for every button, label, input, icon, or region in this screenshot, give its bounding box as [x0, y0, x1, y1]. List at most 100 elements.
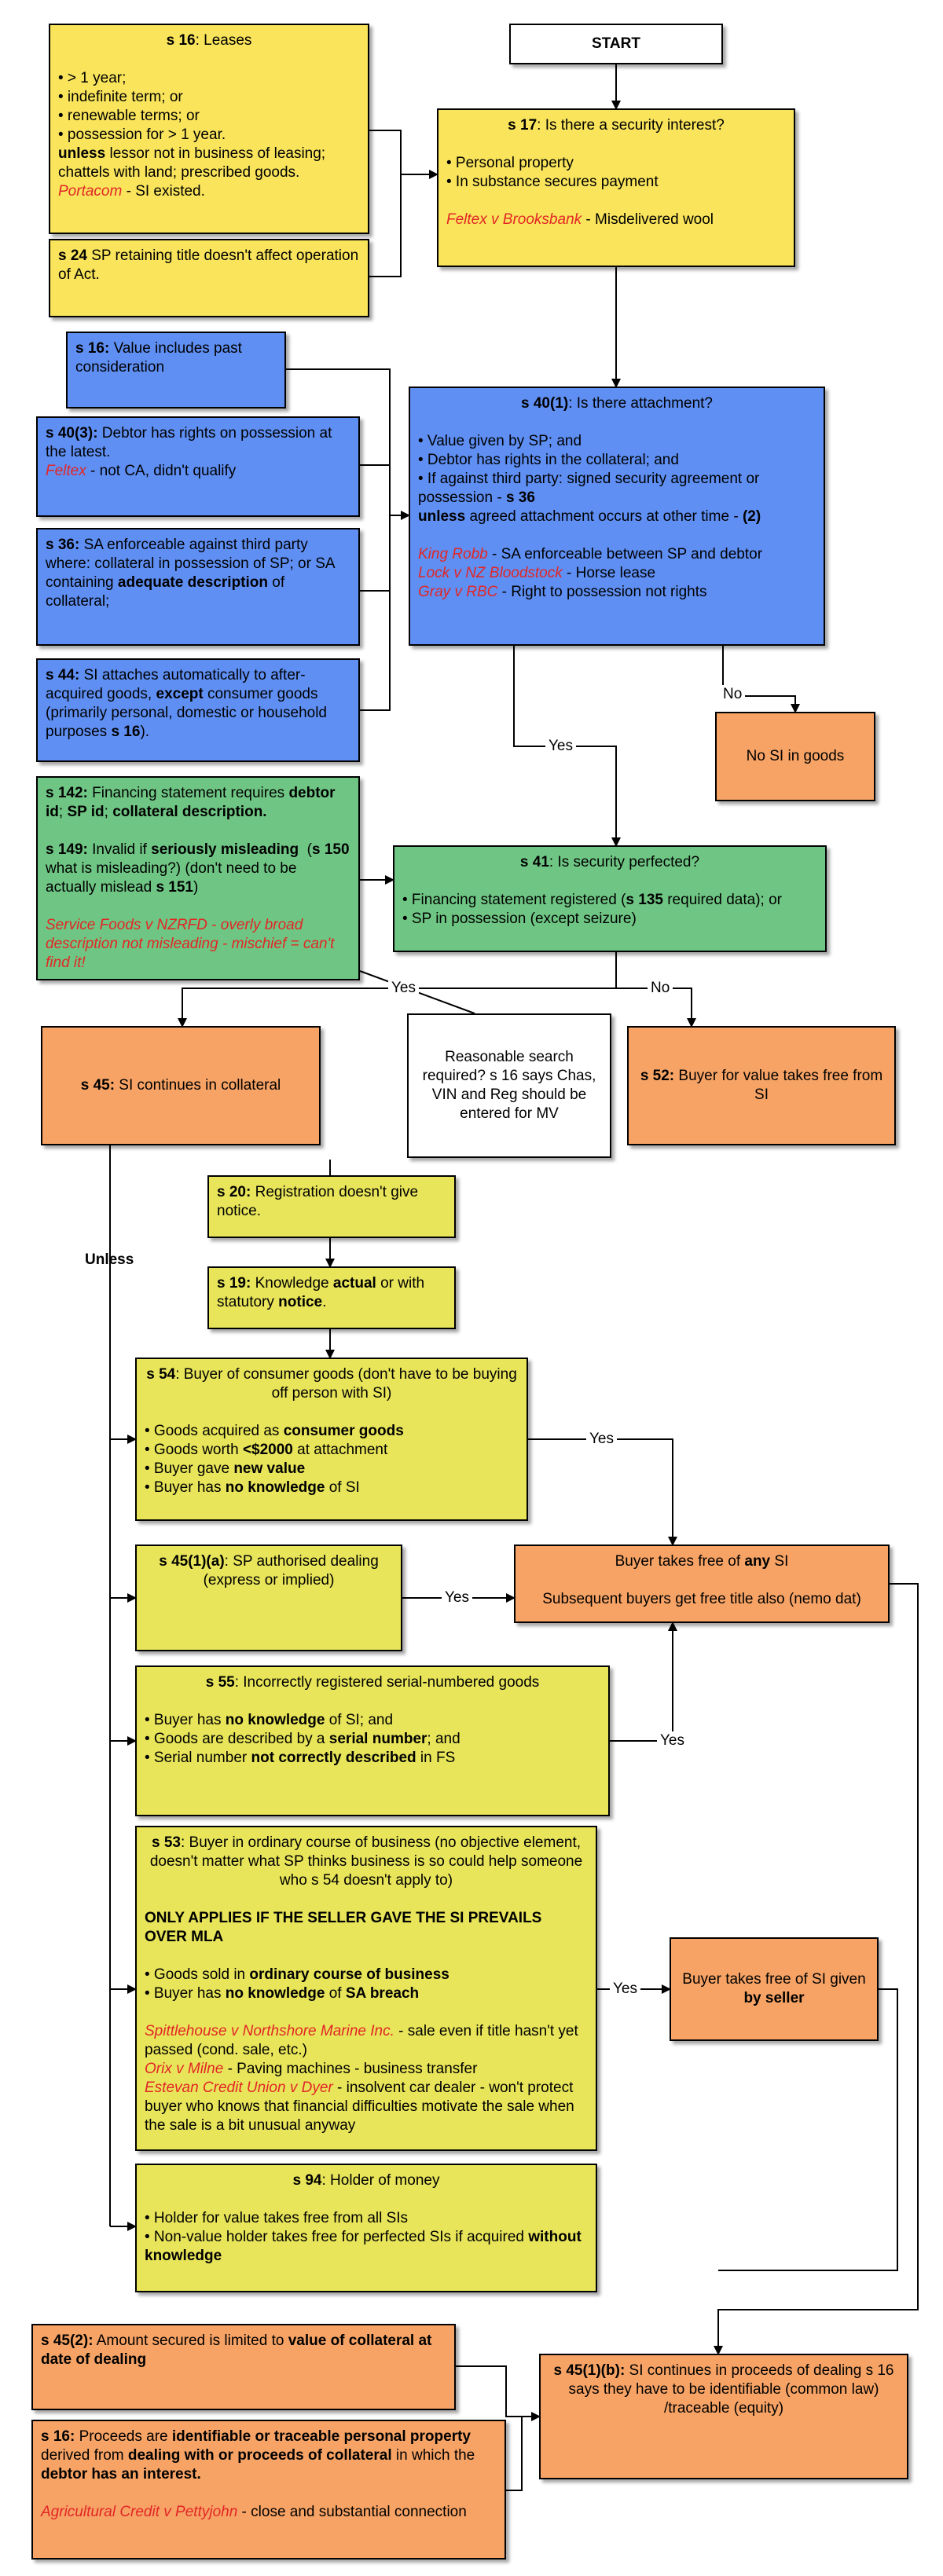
node-text: - Horse lease: [562, 565, 656, 581]
node-line: • Debtor has rights in the collateral; a…: [418, 451, 816, 470]
node-text: : Incorrectly registered serial-numbered…: [234, 1674, 540, 1691]
node-text: in FS: [416, 1750, 456, 1766]
node-line: • Personal property: [446, 154, 786, 173]
node-text: • possession for > 1 year.: [58, 126, 226, 143]
node-text: derived from: [41, 2428, 475, 2464]
node-text: - SI existed.: [122, 183, 205, 200]
node-text: - Right to possession not rights: [497, 584, 707, 600]
node-text: notice: [278, 1294, 323, 1310]
node-text: s 40(1): [521, 395, 569, 412]
node-text: s 54: [146, 1366, 176, 1383]
node-text: (2): [742, 508, 761, 525]
node-line: unless lessor not in business of leasing…: [58, 145, 360, 182]
connector-2: [369, 174, 402, 277]
node-line: Service Foods v NZRFD - overly broad des…: [46, 916, 350, 973]
node-text: SI continues in proceeds of dealing s 16…: [568, 2362, 898, 2417]
connector-23: [528, 1438, 677, 1546]
node-line: s 24 SP retaining title doesn't affect o…: [58, 247, 360, 284]
node-text: s 36: [505, 489, 535, 506]
node-text: Feltex: [46, 463, 86, 479]
node-s16-leases: s 16: Leases • > 1 year;• indefinite term…: [49, 24, 369, 234]
node-text: SA enforceable against third party where…: [46, 537, 339, 591]
node-line: • indefinite term; or: [58, 88, 360, 107]
node-text: s 16: [111, 724, 141, 740]
node-s94: s 94: Holder of money• Holder for value …: [135, 2164, 597, 2292]
node-line: Portacom - SI existed.: [58, 182, 360, 201]
node-text: - close and substantial connection: [237, 2504, 467, 2520]
node-line: Buyer takes free of any SI: [523, 1552, 880, 1571]
node-text: • Goods sold in: [145, 1966, 250, 1983]
node-text: Financing statement requires: [87, 785, 289, 801]
node-text: Lock v NZ Bloodstock: [418, 565, 563, 581]
node-text: Value includes past consideration: [75, 340, 247, 376]
node-line: • Goods worth <$2000 at attachment: [145, 1441, 519, 1460]
node-text: serial number: [328, 1731, 427, 1747]
node-text: collateral description.: [112, 804, 267, 820]
node-text: unless: [58, 145, 106, 162]
node-line: Spittlehouse v Northshore Marine Inc. - …: [145, 2022, 588, 2060]
node-line: s 16: Value includes past consideration: [75, 339, 277, 377]
node-text: • indefinite term; or: [58, 89, 183, 105]
node-line: • Holder for value takes free from all S…: [145, 2209, 588, 2228]
edge-label: Yes: [586, 1430, 617, 1449]
node-line: [145, 2190, 588, 2209]
node-s45-1b: s 45(1)(b): SI continues in proceeds of …: [539, 2354, 908, 2479]
node-text: • renewable terms; or: [58, 108, 200, 124]
node-line: s 142: Financing statement requires debt…: [46, 784, 350, 822]
node-text: s 16: [166, 32, 196, 49]
node-line: s 54: Buyer of consumer goods (don't hav…: [145, 1365, 519, 1403]
node-text: of SI; and: [325, 1712, 394, 1728]
node-text: - insolvent car dealer - won't protect b…: [145, 2079, 579, 2134]
node-line: • SP in possession (except seizure): [402, 910, 817, 929]
node-text: SP retaining title doesn't affect operat…: [58, 247, 363, 283]
node-text: no knowledge: [225, 1712, 325, 1728]
node-s40-1: s 40(1): Is there attachment?• Value giv…: [409, 387, 825, 646]
node-text: s 150: [312, 841, 350, 858]
node-line: • Buyer gave new value: [145, 1460, 519, 1479]
node-free-seller: Buyer takes free of SI given by seller: [670, 1937, 879, 2041]
node-line: • Goods acquired as consumer goods: [145, 1422, 519, 1441]
node-line: • Buyer has no knowledge of SA breach: [145, 1984, 588, 2003]
node-text: no knowledge: [225, 1985, 325, 2002]
node-text: - SA enforceable between SP and debtor: [487, 546, 763, 562]
node-s17: s 17: Is there a security interest?• Per…: [437, 108, 795, 267]
node-s16-proceeds: s 16: Proceeds are identifiable or trace…: [31, 2420, 506, 2560]
node-s24: s 24 SP retaining title doesn't affect o…: [49, 239, 369, 317]
node-text: : SP authorised dealing (express or impl…: [203, 1553, 383, 1588]
node-text: at attachment: [292, 1442, 388, 1458]
node-line: Reasonable search required? s 16 says Ch…: [416, 1048, 602, 1123]
node-text: s 94: [292, 2172, 322, 2189]
node-text: • Serial number: [145, 1750, 251, 1766]
node-s36: s 36: SA enforceable against third party…: [36, 528, 360, 646]
node-text: Gray v RBC: [418, 584, 498, 600]
node-text: by seller: [743, 1990, 805, 2006]
node-text: Debtor has rights on possession at the l…: [46, 425, 336, 460]
node-line: • possession for > 1 year.: [58, 126, 360, 145]
node-line: • > 1 year;: [58, 69, 360, 88]
node-line: s 149: Invalid if seriously misleading (…: [46, 841, 350, 897]
node-text: dealing with or proceeds of collateral: [127, 2447, 392, 2464]
node-s16-value: s 16: Value includes past consideration: [66, 332, 286, 409]
node-line: s 16: Leases: [58, 31, 360, 50]
node-text: s 17: [508, 117, 538, 134]
node-line: • Financing statement registered (s 135 …: [402, 891, 817, 910]
node-s45: s 45: SI continues in collateral: [41, 1026, 321, 1145]
node-text: s 142:: [46, 785, 88, 801]
node-text: : Is security perfected?: [549, 854, 700, 870]
node-text: (: [299, 841, 312, 858]
node-text: • Non-value holder takes free for perfec…: [145, 2229, 529, 2245]
node-line: [58, 50, 360, 69]
node-s40-3: s 40(3): Debtor has rights on possession…: [36, 416, 360, 517]
edge-label: Yes: [388, 979, 419, 998]
node-text: - Misdelivered wool: [582, 211, 714, 228]
node-text: s 135: [626, 892, 663, 908]
node-text: ): [193, 879, 199, 896]
node-line: [145, 2003, 588, 2022]
node-text: Service Foods v NZRFD - overly broad des…: [46, 917, 339, 971]
node-line: Feltex - not CA, didn't qualify: [46, 462, 350, 481]
node-text: required data); or: [662, 892, 782, 908]
node-text: • Buyer has: [145, 1712, 226, 1728]
node-text: ordinary course of business: [249, 1966, 449, 1983]
